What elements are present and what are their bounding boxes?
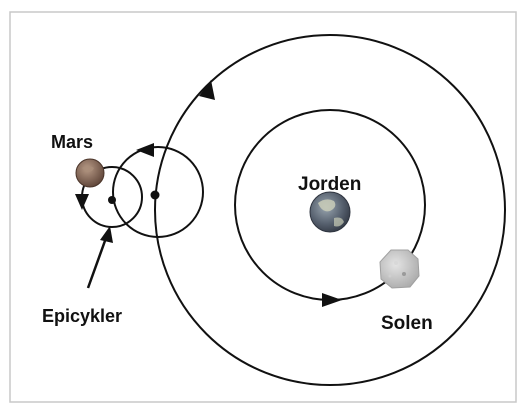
- epicycles-pointer-arrowhead: [100, 226, 113, 243]
- epicycles-pointer-line: [88, 238, 106, 288]
- earth-label: Jorden: [298, 174, 361, 195]
- outer-epicycle-center: [151, 191, 160, 200]
- mars-label: Mars: [51, 132, 93, 152]
- frame-border: [10, 12, 516, 402]
- epicycle-inner-arrow: [75, 194, 89, 210]
- mars-planet: [76, 159, 104, 187]
- inner-epicycle-center: [108, 196, 116, 204]
- sun-ball: [380, 250, 419, 288]
- sun-label: Solen: [381, 313, 433, 334]
- epicycles-label: Epicykler: [42, 306, 122, 326]
- epicycle-outer-arrow: [136, 143, 154, 157]
- earth-globe: [310, 192, 350, 232]
- sun-orbit-arrow: [322, 293, 342, 307]
